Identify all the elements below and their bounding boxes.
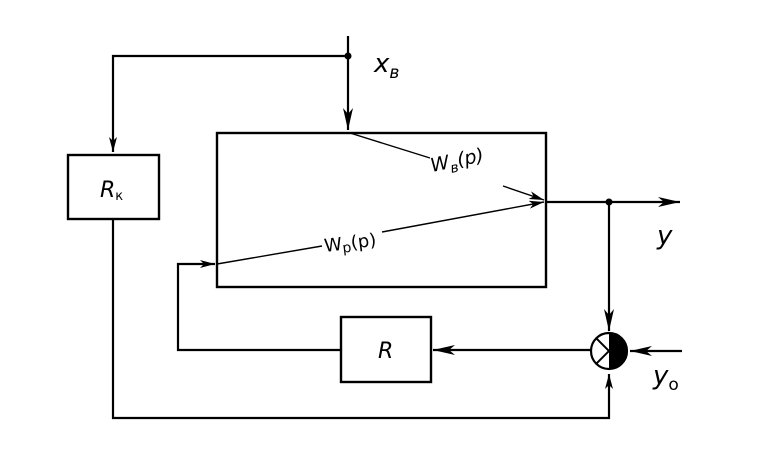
disturbance-channel-arrow xyxy=(502,185,545,201)
control-signal-line xyxy=(176,260,341,352)
setpoint-label: yо xyxy=(652,361,679,395)
regulator-block xyxy=(339,315,433,384)
compensator-input-arrow xyxy=(109,54,348,152)
regulator-label: R xyxy=(378,339,393,364)
control-channel-arrow xyxy=(381,200,545,233)
compensator-output-line xyxy=(111,219,613,420)
disturbance-label: xв xyxy=(373,49,399,83)
compensator-block xyxy=(66,153,161,221)
summing-junction xyxy=(589,331,629,371)
compensator-label: Rк xyxy=(100,178,123,204)
object-block xyxy=(215,131,548,289)
disturbance-channel-line-a xyxy=(349,132,431,159)
output-label: y xyxy=(656,221,673,251)
control-transfer-label: Wp(p) xyxy=(323,230,378,259)
control-channel-line-a xyxy=(216,245,323,265)
